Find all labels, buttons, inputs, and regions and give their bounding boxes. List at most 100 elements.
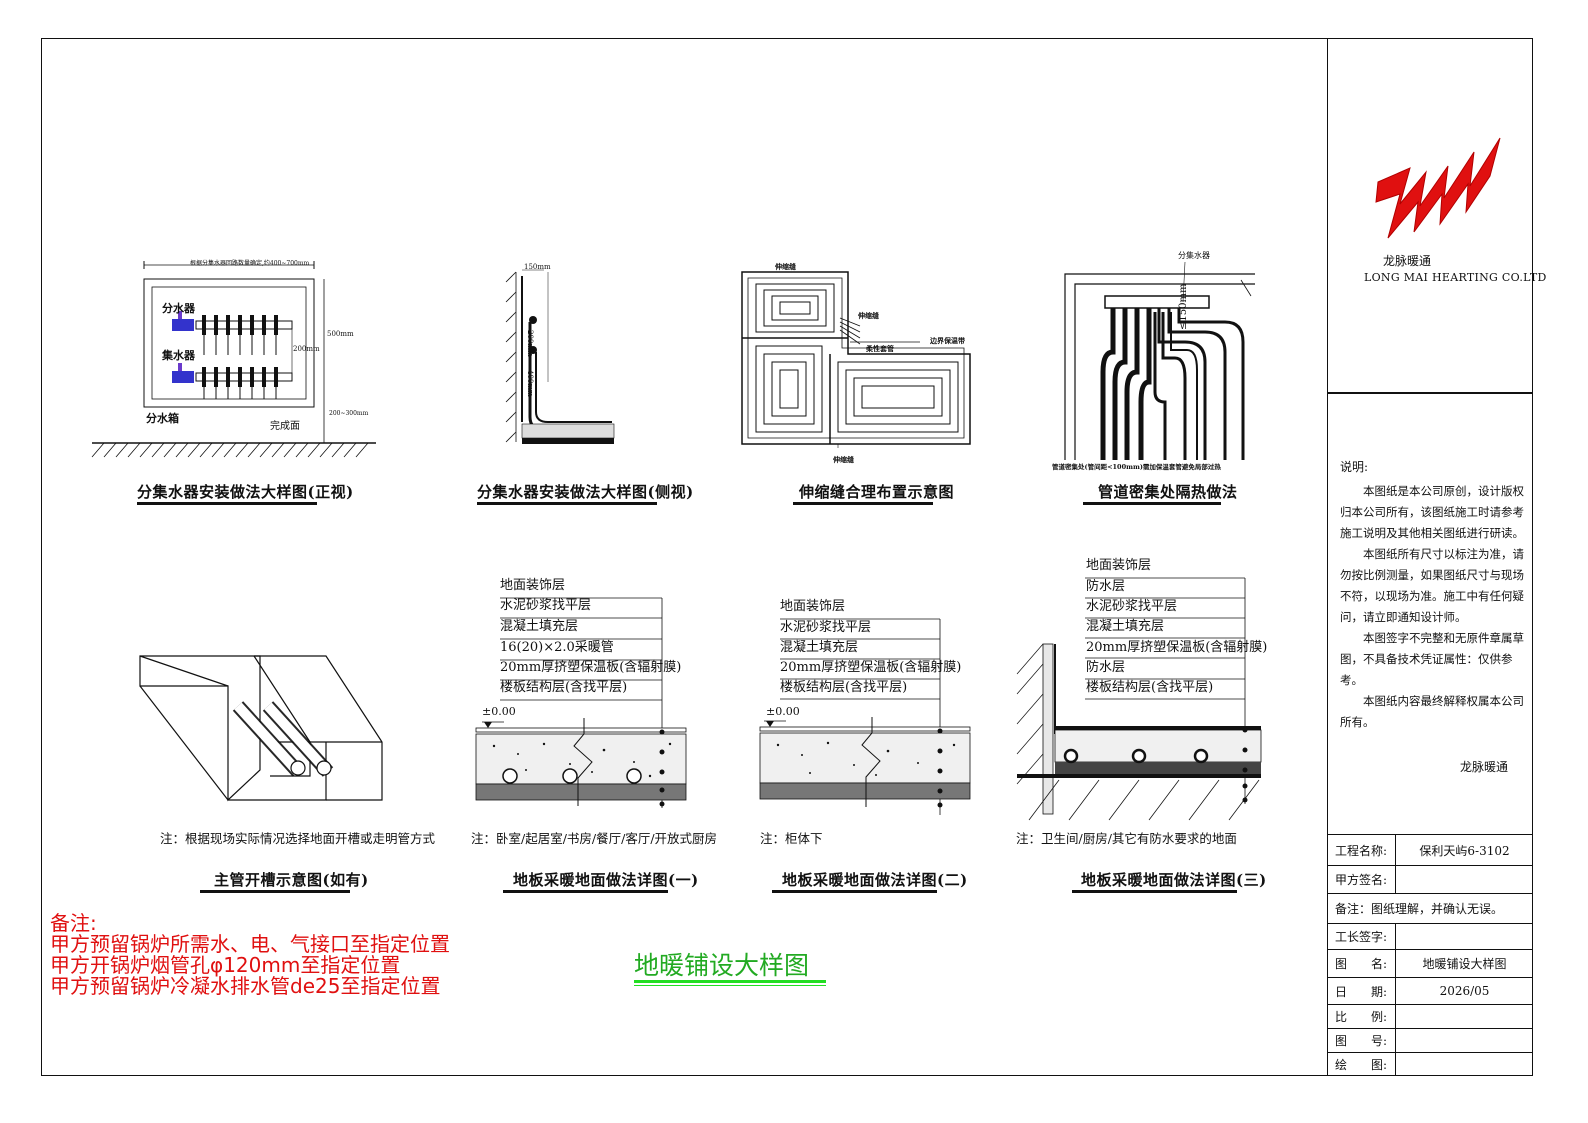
mf-bottom-dim: 200~300mm [329, 410, 369, 417]
tb-date-label: 日 期: [1335, 984, 1388, 999]
company-name-en: LONG MAI HEARTING CO.LTD [1364, 271, 1547, 284]
company-name-cn: 龙脉暖通 [1383, 254, 1432, 268]
trench-note: 注：根据现场实际情况选择地面开槽或走明管方式 [160, 831, 436, 846]
notes-paragraph: 本图纸是本公司原创，设计版权归本公司所有，该图纸施工时请参考施工说明及其他相关图… [1340, 484, 1524, 540]
tb-scale-row: 比 例: [1327, 1004, 1533, 1028]
floor3-layer: 混凝土填充层 [1086, 619, 1165, 634]
caption-floor3: 地板采暖地面做法详图(三) [1081, 871, 1267, 889]
ej-joint-label: 伸缩缝 [775, 262, 796, 271]
main-title-underline [634, 985, 826, 986]
floor3-section [1016, 577, 1262, 821]
caption-floor2: 地板采暖地面做法详图(二) [782, 871, 968, 889]
tb-client-row: 甲方签名: [1327, 865, 1533, 893]
floor1-layer: 水泥砂浆找平层 [500, 598, 592, 613]
tb-drawn-label: 绘 图: [1335, 1058, 1388, 1072]
tb-scale-label: 比 例: [1335, 1010, 1388, 1024]
floor2-note: 注：柜体下 [760, 831, 823, 846]
ms-dim-mid: 200mm [526, 330, 534, 357]
expansion-joint-diagram [741, 271, 971, 448]
title-block-divider [1327, 392, 1533, 394]
floor2-layer: 20mm厚挤塑保温板(含辐射膜) [780, 660, 962, 675]
caption-underline [200, 890, 350, 893]
floor1-level: ±0.00 [482, 705, 516, 718]
floor3-layer: 楼板结构层(含找平层) [1086, 680, 1214, 695]
floor3-layer: 地面装饰层 [1086, 558, 1152, 573]
pipe-insulation-diagram [1064, 262, 1255, 460]
title-block [1327, 38, 1533, 1076]
notes-section: 说明: 本图纸是本公司原创，设计版权归本公司所有，该图纸施工时请参考施工说明及其… [1340, 458, 1526, 733]
floor3-layer: 防水层 [1086, 660, 1126, 675]
tb-project-row: 工程名称: 保利天屿6-3102 [1327, 834, 1533, 865]
remarks-line: 甲方预留锅炉所需水、电、气接口至指定位置 [50, 932, 450, 956]
ej-joint-label: 伸缩缝 [833, 455, 854, 464]
notes-title: 说明: [1340, 460, 1369, 474]
main-title-underline [634, 980, 826, 983]
caption-manifold-side: 分集水器安装做法大样图(侧视) [477, 483, 694, 501]
floor2-level: ±0.00 [766, 705, 800, 718]
floor2-layer: 水泥砂浆找平层 [780, 620, 872, 635]
ej-joint-label: 伸缩缝 [858, 311, 879, 320]
tb-date-row: 日 期: 2026/05 [1327, 977, 1533, 1004]
caption-pipe-insulation: 管道密集处隔热做法 [1098, 483, 1238, 501]
ej-sleeve-label: 柔性套管 [866, 344, 894, 353]
company-logo [1375, 137, 1501, 239]
mf-spacing-dim: 200mm [293, 345, 320, 353]
tb-project-label: 工程名称: [1335, 843, 1388, 858]
tb-remark: 备注：图纸理解，并确认无误。 [1335, 902, 1504, 916]
notes-paragraph: 本图纸所有尺寸以标注为准，请勿按比例测量，如果图纸尺寸与现场不符，以现场为准。施… [1340, 547, 1524, 624]
tb-project-value: 保利天屿6-3102 [1395, 835, 1533, 865]
caption-underline [137, 502, 317, 505]
tb-scale-value [1395, 1005, 1533, 1028]
tb-foreman-value[interactable] [1395, 924, 1533, 949]
floor1-layer: 楼板结构层(含找平层) [500, 680, 628, 695]
tb-foreman-label: 工长签字: [1335, 930, 1388, 944]
tb-name-row: 图 名: 地暖铺设大样图 [1327, 949, 1533, 977]
main-title: 地暖铺设大样图 [634, 951, 810, 980]
floor1-note: 注：卧室/起居室/书房/餐厅/客厅/开放式厨房 [471, 831, 718, 846]
floor2-layer: 楼板结构层(含找平层) [780, 680, 908, 695]
mf-floor-label: 完成面 [270, 421, 300, 432]
floor2-layer: 混凝土填充层 [780, 640, 859, 655]
caption-trench: 主管开槽示意图(如有) [214, 871, 369, 889]
caption-manifold-front: 分集水器安装做法大样图(正视) [137, 483, 354, 501]
floor1-layer: 混凝土填充层 [500, 619, 579, 634]
tb-number-value [1395, 1029, 1533, 1052]
pi-dim: ≤150mm [1178, 283, 1189, 330]
remarks-line: 甲方预留锅炉冷凝水排水管de25至指定位置 [50, 974, 441, 998]
caption-floor1: 地板采暖地面做法详图(一) [513, 871, 699, 889]
caption-underline [1083, 502, 1221, 505]
floor2-layer: 地面装饰层 [780, 599, 846, 614]
tb-drawn-value [1395, 1053, 1533, 1076]
ej-insulation-label: 边界保温带 [930, 336, 965, 345]
manifold-front-diagram [91, 261, 376, 458]
remarks-title: 备注: [50, 911, 97, 935]
caption-underline [503, 890, 668, 893]
mf-width-dim: 根据分集水器回路数量确定,约400~700mm [190, 260, 310, 267]
tb-client-value[interactable] [1395, 866, 1533, 893]
tb-name-label: 图 名: [1335, 957, 1388, 971]
drawing-frame [41, 38, 1533, 1076]
floor3-layer: 水泥砂浆找平层 [1086, 599, 1178, 614]
caption-underline [1072, 890, 1237, 893]
manifold-side-diagram [505, 269, 615, 444]
tb-foreman-row: 工长签字: [1327, 923, 1533, 949]
floor1-section [475, 597, 687, 808]
tb-name-value: 地暖铺设大样图 [1395, 950, 1533, 977]
tb-number-label: 图 号: [1335, 1034, 1388, 1048]
remarks-line: 甲方开锅炉烟管孔φ120mm至指定位置 [50, 953, 401, 977]
tb-client-label: 甲方签名: [1335, 873, 1388, 887]
tb-remark-row: 备注：图纸理解，并确认无误。 [1327, 893, 1533, 923]
pi-bottom-note: 管道密集处(管间距<100mm)需加保温套管避免局部过热 [1052, 463, 1221, 471]
floor3-layer: 20mm厚挤塑保温板(含辐射膜) [1086, 640, 1268, 655]
tb-number-row: 图 号: [1327, 1028, 1533, 1052]
floor2-section [759, 618, 971, 815]
ms-dim-low: 400mm [526, 370, 534, 397]
trench-diagram [139, 655, 383, 802]
caption-underline [477, 502, 657, 505]
tb-drawn-row: 绘 图: [1327, 1052, 1533, 1076]
mf-box-label: 分水箱 [146, 412, 179, 425]
floor3-note: 注：卫生间/厨房/其它有防水要求的地面 [1016, 831, 1237, 846]
pi-manifold-label: 分集水器 [1178, 251, 1210, 260]
caption-underline [772, 890, 937, 893]
caption-expansion: 伸缩缝合理布置示意图 [799, 483, 955, 501]
